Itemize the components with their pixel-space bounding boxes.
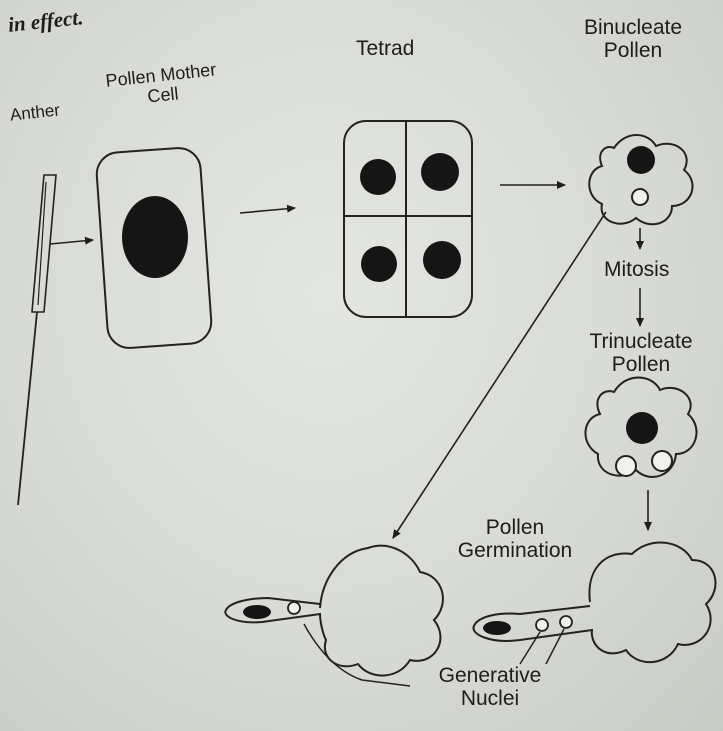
filament xyxy=(18,312,37,505)
trinucleate-pollen xyxy=(585,378,696,477)
tetrad-nucleus xyxy=(421,153,459,191)
generative-nucleus xyxy=(288,602,300,614)
generative-pointer-left xyxy=(304,624,410,686)
tetrad-nucleus xyxy=(423,241,461,279)
anther xyxy=(18,175,56,505)
vegetative-nucleus xyxy=(627,146,655,174)
vegetative-nucleus xyxy=(626,412,658,444)
tube-nucleus xyxy=(243,605,271,619)
pmc-to-tetrad-arrow xyxy=(240,208,295,213)
pollen-mother-cell xyxy=(95,147,212,350)
sperm-nucleus xyxy=(560,616,572,628)
generative-pointer-right xyxy=(520,632,540,664)
tetrad-nucleus xyxy=(361,246,397,282)
tube-nucleus xyxy=(483,621,511,635)
germinating-trinucleate-pollen xyxy=(473,543,715,663)
sperm-nucleus xyxy=(616,456,636,476)
pmc-nucleus xyxy=(122,196,188,278)
sperm-nucleus xyxy=(652,451,672,471)
generative-nucleus xyxy=(632,189,648,205)
tetrad-nucleus xyxy=(360,159,396,195)
right-pollen-outline xyxy=(473,543,715,663)
sperm-nucleus xyxy=(536,619,548,631)
tetrad xyxy=(344,121,472,317)
germinating-binucleate-pollen xyxy=(225,546,443,676)
tetrad-outline xyxy=(344,121,472,317)
anther-to-pmc-arrow xyxy=(50,240,93,244)
binucleate-pollen xyxy=(589,135,692,224)
